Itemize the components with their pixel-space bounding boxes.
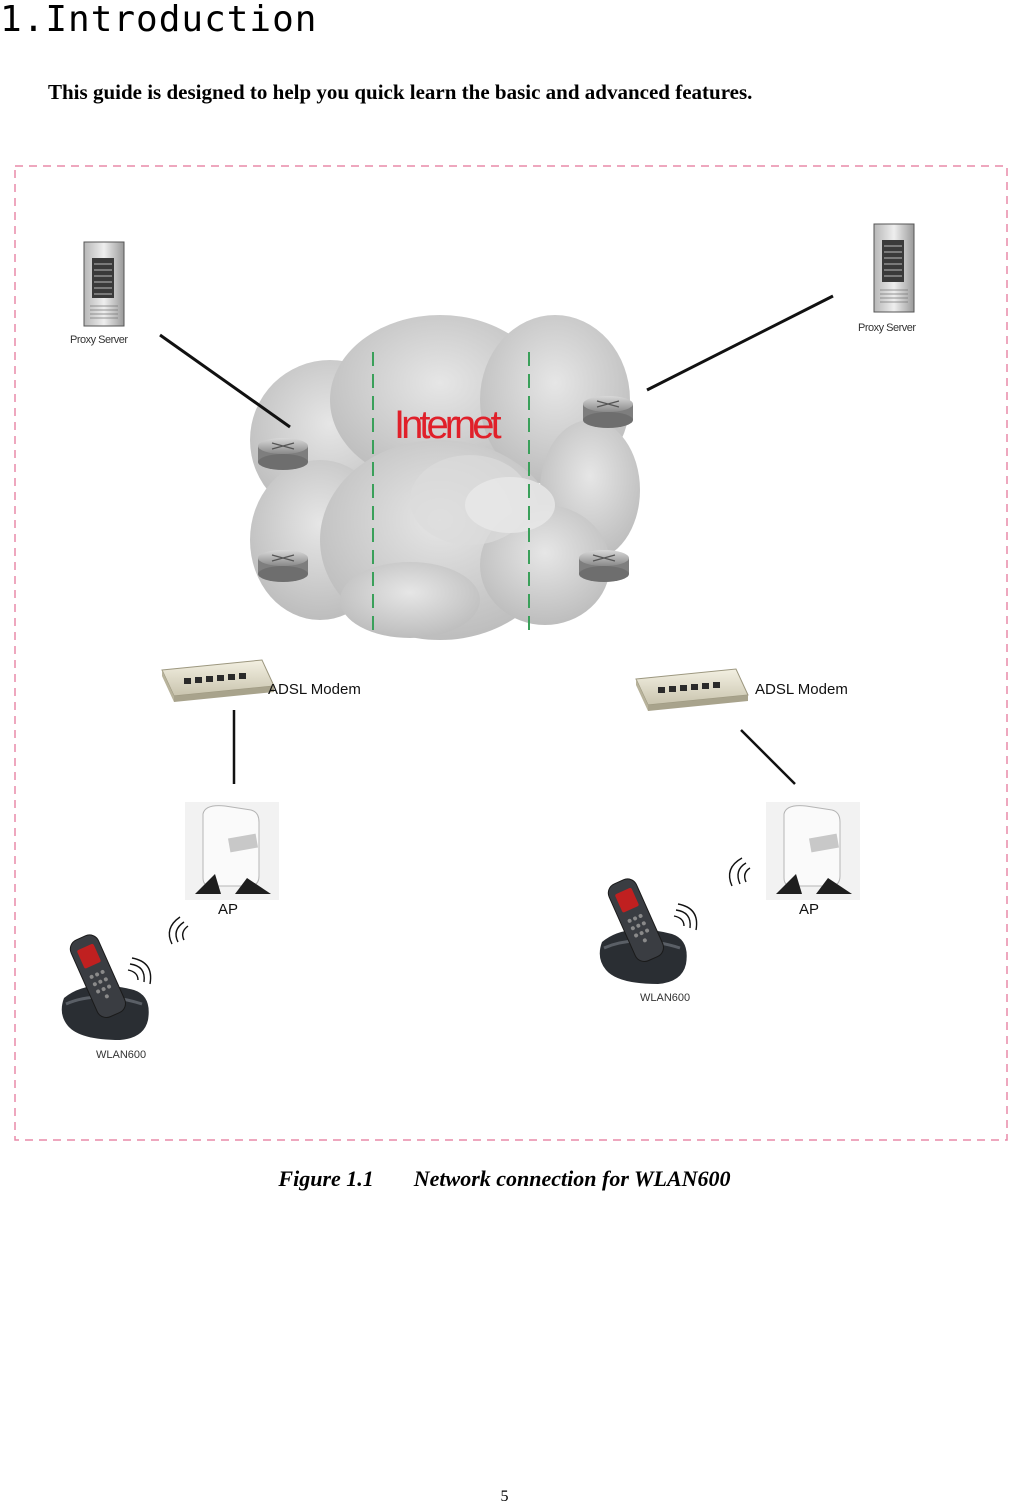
router-icon: [258, 550, 308, 582]
wireless-signal-icon: [673, 903, 698, 931]
adsl-modem-left-label: ADSL Modem: [268, 681, 361, 698]
wireless-signal-icon: [127, 957, 152, 985]
link-proxy-left: [159, 333, 291, 429]
page-number: 5: [500, 1488, 509, 1505]
diagram-border: [14, 165, 1008, 1141]
adsl-modem-left-icon: [161, 659, 275, 702]
link-proxy-right: [646, 294, 834, 392]
wireless-signal-icon: [168, 916, 189, 945]
proxy-server-left-label: Proxy Server: [70, 334, 128, 346]
internet-cloud: [250, 315, 640, 640]
section-heading: 1.Introduction: [0, 0, 318, 40]
network-diagram: Internet Proxy Server Proxy Ser: [14, 165, 1008, 1141]
link-modem-ap-right: [740, 729, 796, 785]
wlan600-phone-left-label: WLAN600: [96, 1049, 146, 1061]
adsl-modem-right-icon: [635, 668, 749, 711]
access-point-right-icon: [766, 802, 860, 900]
figure-title: Network connection for WLAN600: [413, 1166, 731, 1191]
proxy-server-right-icon: [873, 223, 915, 313]
adsl-modem-right-label: ADSL Modem: [755, 681, 848, 698]
proxy-server-right-label: Proxy Server: [858, 322, 916, 334]
wlan600-phone-right-label: WLAN600: [640, 992, 690, 1004]
internet-label: Internet: [394, 403, 502, 447]
access-point-left-icon: [185, 802, 279, 900]
wlan600-phone-right-icon: [599, 878, 687, 984]
access-point-right-label: AP: [799, 901, 819, 918]
figure-caption: Figure 1.1 Network connection for WLAN600: [0, 1166, 1009, 1192]
wlan600-phone-left-icon: [61, 934, 149, 1040]
router-icon: [258, 438, 308, 470]
intro-paragraph: This guide is designed to help you quick…: [48, 80, 753, 104]
router-icon: [579, 550, 629, 582]
wireless-signal-icon: [728, 857, 751, 887]
figure-number: Figure 1.1: [278, 1166, 374, 1191]
proxy-server-left-icon: [83, 241, 125, 327]
access-point-left-label: AP: [218, 901, 238, 918]
router-icon: [583, 396, 633, 428]
